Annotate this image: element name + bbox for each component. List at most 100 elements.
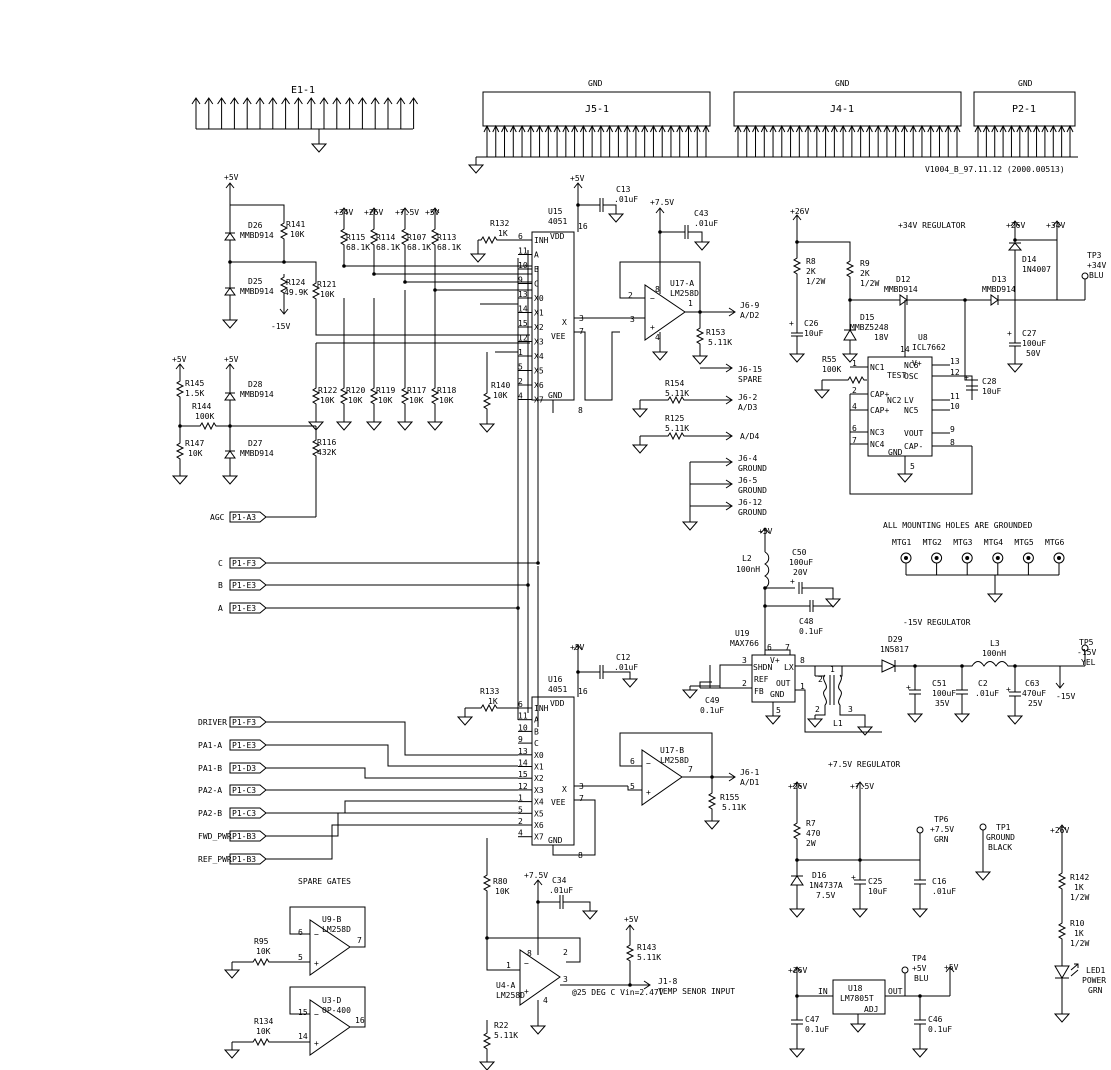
r140-label: R140 [491, 381, 510, 390]
junction [342, 264, 346, 268]
u8-p5: 5 [910, 462, 915, 471]
u19-vplus: V+ [770, 656, 780, 665]
select-conn: P1-E3 [232, 581, 256, 590]
header-pin [1024, 124, 1032, 157]
u9b-p6: 6 [298, 928, 303, 937]
d29-part: 1N5817 [880, 645, 909, 654]
rail-label: +26V [788, 966, 807, 975]
r22-value: 5.11K [494, 1031, 518, 1040]
connector-flag [229, 830, 267, 842]
header-pin [1041, 124, 1049, 157]
input-conn: P1-D3 [232, 764, 256, 773]
junction [403, 280, 407, 284]
pin-number: 12 [518, 334, 528, 343]
input-conn: P1-B3 [232, 832, 256, 841]
rail-label: +26V [1006, 221, 1025, 230]
r9-label: R9 [860, 259, 870, 268]
r116-value: 432K [317, 448, 336, 457]
c46-label: C46 [928, 1015, 943, 1024]
r154-value: 5.11K [665, 389, 689, 398]
ground [427, 417, 443, 431]
pin-signal: X5 [534, 367, 544, 376]
d12-part: MMBD914 [884, 285, 918, 294]
d16-part: 1N4737A [809, 881, 843, 890]
input-label: DRIVER [198, 718, 227, 727]
header-pin [1049, 124, 1057, 157]
j6-ground-pin: J6-12 [738, 498, 762, 507]
power-led: +26V R142 1K 1/2W R10 1K 1/2W LED1 POWER… [1050, 824, 1106, 1023]
header-pin [536, 124, 544, 157]
u15-gnd: GND [548, 391, 563, 400]
header-pin [527, 124, 535, 157]
u17a-ref: U17-A [670, 279, 694, 288]
r154-label: R154 [665, 379, 684, 388]
r9-watts: 1/2W [860, 279, 879, 288]
led1-label: LED1 [1086, 966, 1105, 975]
u16-x: X [562, 785, 567, 794]
pin-signal: X1 [534, 763, 544, 772]
input-label: PA1-A [198, 741, 222, 750]
regm15-title: -15V REGULATOR [903, 618, 971, 627]
header-pin [579, 124, 587, 157]
spare-title: SPARE GATES [298, 877, 351, 886]
r142-label: R142 [1070, 873, 1089, 882]
wire [266, 767, 518, 779]
bank-val: 10K [409, 396, 424, 405]
bank-ref: R118 [437, 386, 456, 395]
header-pin [1033, 124, 1040, 157]
mtg-hole-label: MTG5 [1014, 538, 1033, 547]
r95-value: 10K [256, 947, 271, 956]
u18-adj: ADJ [864, 1005, 878, 1014]
c51-volts: 35V [935, 699, 950, 708]
pin-signal: C [534, 739, 539, 748]
u4a-p1: 1 [506, 961, 511, 970]
c25-label: C25 [868, 877, 883, 886]
pin-number: 11 [518, 247, 528, 256]
pin-signal: X0 [534, 751, 544, 760]
connector-flag [229, 557, 267, 569]
tp6-value: +7.5V [930, 825, 954, 834]
j69-label: J6-9 [740, 301, 759, 310]
d26-part: MMBD914 [240, 231, 274, 240]
pin-number: 15 [518, 319, 528, 328]
u9b-p7: 7 [357, 936, 362, 945]
bank-val: 10K [348, 396, 363, 405]
u19-p6: 6 [767, 643, 772, 652]
select-label: B [218, 581, 223, 590]
input-conn: P1-F3 [232, 718, 256, 727]
input-label: PA2-B [198, 809, 222, 818]
c43-label: C43 [694, 209, 709, 218]
u17a-p2: 2 [628, 291, 633, 300]
opamp-plus: + [524, 987, 529, 996]
u16-part: 4051 [548, 685, 567, 694]
header-pins [483, 124, 1074, 157]
plus-mark: + [851, 873, 856, 882]
r55-label: R55 [822, 355, 837, 364]
d25-part: MMBD914 [240, 287, 274, 296]
c51-label: C51 [932, 679, 947, 688]
e1-pin [293, 97, 303, 129]
c50-label: C50 [792, 548, 807, 557]
d12-label: D12 [896, 275, 911, 284]
spare-label: SPARE [738, 375, 762, 384]
u19-fb: FB [754, 687, 764, 696]
header-pin [667, 124, 675, 157]
u8-part: ICL7662 [912, 343, 946, 352]
r141-label: R141 [286, 220, 305, 229]
header-pin [822, 124, 830, 157]
header-pin [492, 124, 500, 157]
d28-part: MMBD914 [240, 390, 274, 399]
mtg-hole-label: MTG1 [892, 538, 911, 547]
connector-flag [229, 716, 267, 728]
r10-watts: 1/2W [1070, 939, 1089, 948]
c25-value: 10uF [868, 887, 887, 896]
opamp-plus: + [646, 788, 651, 797]
u8-pin-signal: LV [904, 396, 914, 405]
e1-pin [255, 97, 265, 129]
c27-volts: 50V [1026, 349, 1041, 358]
wire [266, 721, 518, 756]
u8-pin-signal: NC5 [904, 406, 919, 415]
r153-label: R153 [706, 328, 725, 337]
